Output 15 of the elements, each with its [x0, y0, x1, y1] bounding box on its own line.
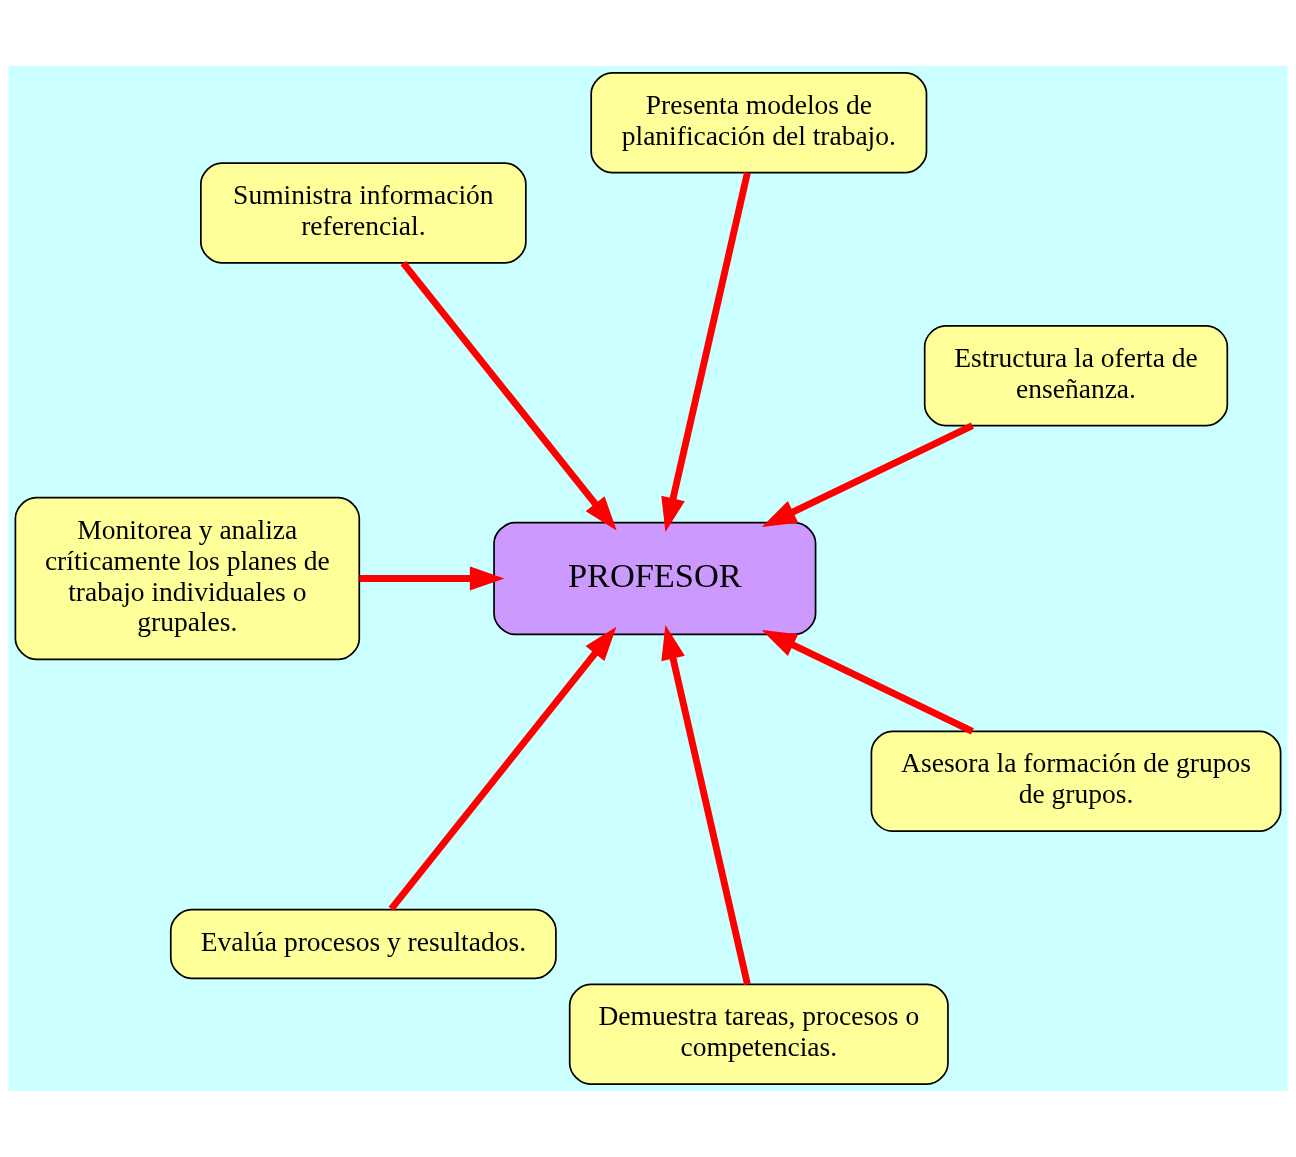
node-box: Asesora la formación de grupos de grupos.: [870, 730, 1282, 833]
node-box: Evalúa procesos y resultados.: [169, 908, 557, 980]
node-box: Suministra información referencial.: [200, 162, 527, 264]
node-box: PROFESOR: [493, 521, 817, 636]
node-box: Estructura la oferta de enseñanza.: [923, 324, 1229, 427]
node-box: Demuestra tareas, procesos o competencias.: [568, 983, 949, 1085]
node-box: Presenta modelos de planificación del trabajo.: [590, 72, 928, 174]
arrow: [661, 624, 751, 985]
arrow: [400, 260, 617, 531]
node-box: Monitorea y analiza críticamente los planes de trabajo individuales o grupales.: [14, 496, 361, 661]
arrow: [359, 566, 505, 591]
arrow: [661, 172, 751, 533]
arrow: [761, 630, 974, 735]
arrow: [388, 626, 617, 912]
arrow: [761, 422, 974, 527]
